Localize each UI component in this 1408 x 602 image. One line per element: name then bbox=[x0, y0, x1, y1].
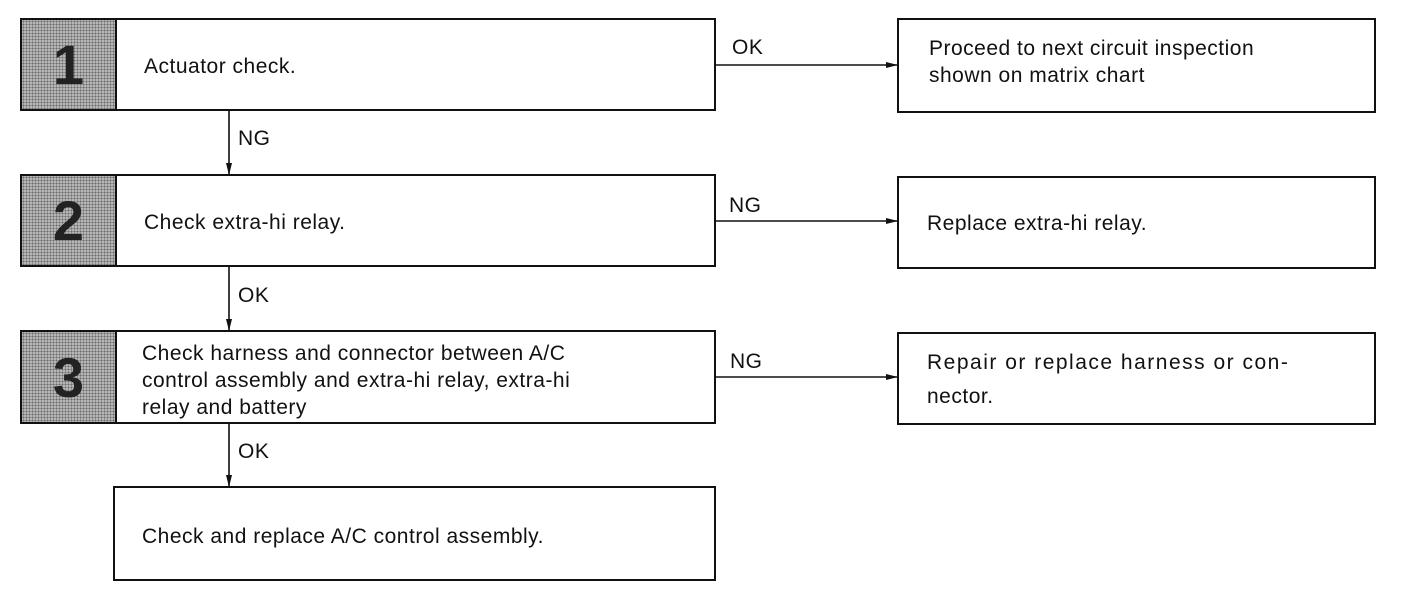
label-step2-right: NG bbox=[729, 194, 762, 217]
step-1-number-tile: 1 bbox=[20, 18, 117, 111]
step-2-number: 2 bbox=[52, 189, 85, 252]
step-2-number-tile: 2 bbox=[20, 174, 117, 267]
step-1-number: 1 bbox=[52, 33, 85, 96]
final-action-text: Check and replace A/C control assembly. bbox=[142, 525, 544, 548]
right-box-1: Proceed to next circuit inspection shown… bbox=[897, 18, 1376, 113]
step-2-text: Check extra-hi relay. bbox=[144, 211, 346, 234]
right-box-3: Repair or replace harness or con- nector… bbox=[897, 332, 1376, 425]
step-3-box: Check harness and connector between A/C … bbox=[115, 330, 716, 424]
right-box-2-text: Replace extra-hi relay. bbox=[927, 212, 1148, 235]
step-2-box: Check extra-hi relay. bbox=[115, 174, 716, 267]
right-box-3-line-1: Repair or replace harness or con- bbox=[927, 351, 1290, 374]
label-step1-right: OK bbox=[732, 36, 764, 59]
final-action-box: Check and replace A/C control assembly. bbox=[113, 486, 716, 581]
step-1-text: Actuator check. bbox=[144, 55, 297, 78]
label-step2-down: OK bbox=[238, 284, 270, 307]
label-step3-down: OK bbox=[238, 440, 270, 463]
step-3-number-tile: 3 bbox=[20, 330, 117, 424]
right-box-2: Replace extra-hi relay. bbox=[897, 176, 1376, 269]
label-step3-right: NG bbox=[730, 350, 763, 373]
label-step1-down: NG bbox=[238, 127, 271, 150]
step-3-text-line-1: Check harness and connector between A/C bbox=[142, 342, 566, 365]
step-1-box: Actuator check. bbox=[115, 18, 716, 111]
step-3-text-line-2: control assembly and extra-hi relay, ext… bbox=[142, 369, 571, 392]
step-3-text-line-3: relay and battery bbox=[142, 396, 307, 419]
right-box-1-line-1: Proceed to next circuit inspection bbox=[929, 37, 1255, 60]
right-box-1-line-2: shown on matrix chart bbox=[929, 64, 1145, 87]
step-3-number: 3 bbox=[52, 345, 85, 409]
right-box-3-line-2: nector. bbox=[927, 385, 994, 408]
